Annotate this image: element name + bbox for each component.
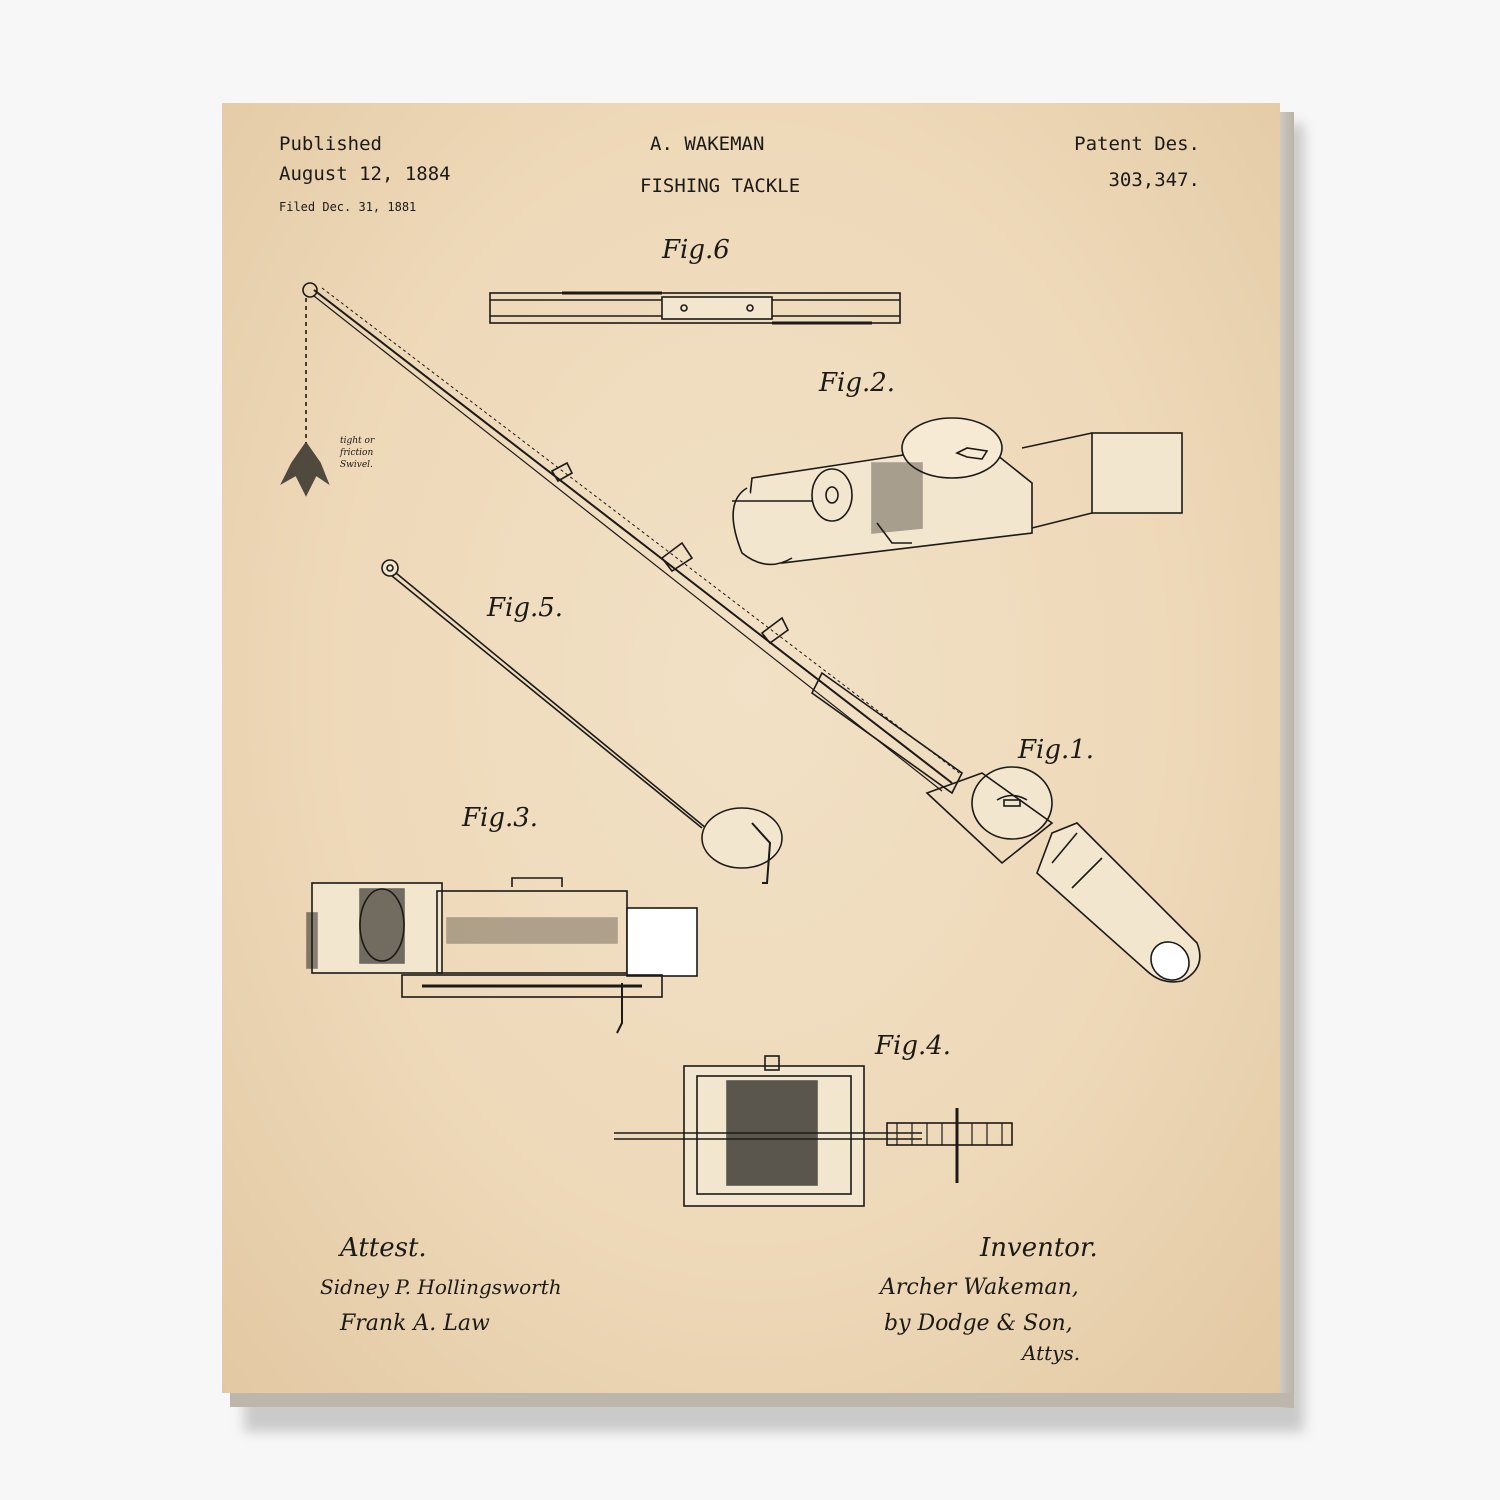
fig5-label: Fig.5. bbox=[487, 593, 564, 623]
canvas-bottom-edge bbox=[230, 1393, 1294, 1407]
swivel-note-line3: Swivel. bbox=[340, 460, 373, 470]
inventor-signature: Archer Wakeman, bbox=[880, 1275, 1079, 1300]
published-date: August 12, 1884 bbox=[279, 163, 451, 185]
patent-label: Patent Des. bbox=[1074, 133, 1200, 155]
attorney-label: Attys. bbox=[1022, 1341, 1081, 1365]
patent-drawing bbox=[280, 282, 1201, 1207]
fig3-section-view bbox=[306, 877, 698, 1034]
witness-signature-2: Frank A. Law bbox=[340, 1311, 490, 1336]
fig4-spool-detail bbox=[614, 1055, 1013, 1207]
fig6-rod-joint bbox=[489, 291, 901, 325]
fig4-label: Fig.4. bbox=[875, 1031, 952, 1061]
fig2-label: Fig.2. bbox=[819, 368, 896, 398]
swivel-note-line2: friction bbox=[340, 448, 374, 458]
fig5-line-and-reel bbox=[381, 559, 783, 884]
fig3-label: Fig.3. bbox=[462, 803, 539, 833]
inventor-label: Inventor. bbox=[980, 1233, 1098, 1263]
witness-signature-1: Sidney P. Hollingsworth bbox=[320, 1275, 562, 1299]
fig6-label: Fig.6 bbox=[662, 235, 730, 265]
canvas-side-edge bbox=[1280, 112, 1294, 1408]
patent-poster: Published August 12, 1884 Filed Dec. 31,… bbox=[222, 103, 1280, 1393]
published-label: Published bbox=[279, 133, 382, 155]
attorney-line: by Dodge & Son, bbox=[884, 1311, 1073, 1336]
fig1-label: Fig.1. bbox=[1018, 735, 1095, 765]
fig2-reel-detail bbox=[732, 417, 1183, 566]
inventor-name: A. WAKEMAN bbox=[650, 133, 765, 155]
attest-label: Attest. bbox=[340, 1233, 427, 1263]
filed-date: Filed Dec. 31, 1881 bbox=[279, 200, 417, 214]
swivel-note-line1: tight or bbox=[340, 436, 375, 446]
patent-title: FISHING TACKLE bbox=[640, 175, 801, 197]
fig1-fishing-rod bbox=[280, 282, 1201, 983]
patent-number: 303,347. bbox=[1108, 169, 1200, 191]
